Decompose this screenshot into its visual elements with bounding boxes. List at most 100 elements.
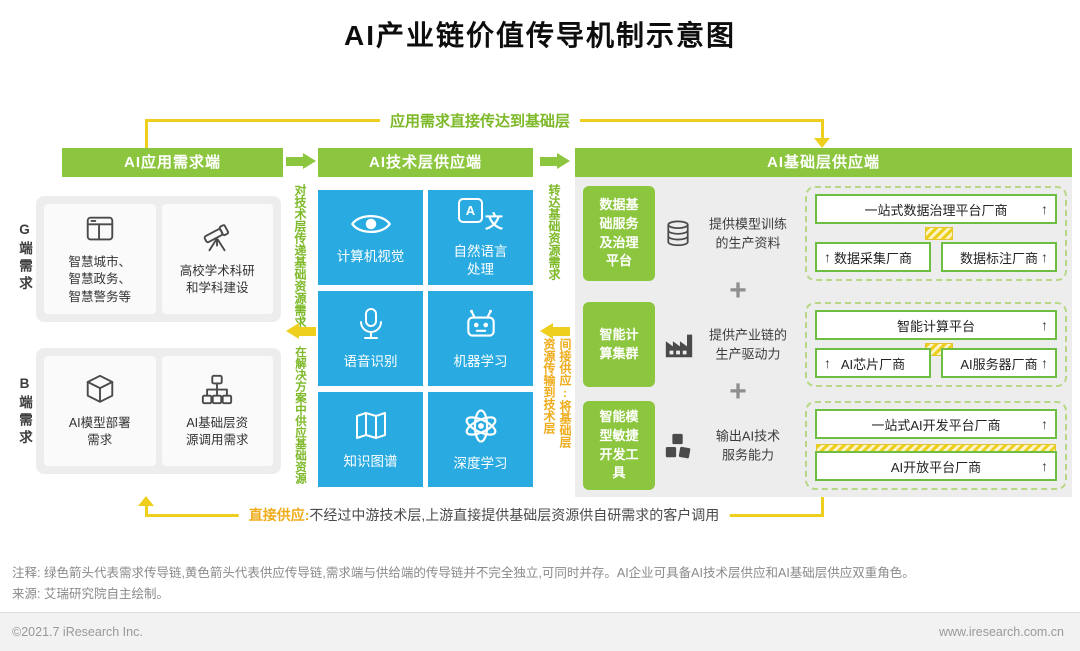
map-icon xyxy=(355,412,386,440)
top-arrow-right-segment xyxy=(821,119,824,139)
infra-body: 数据基础服务及治理平台 提供模型训练 的生产资料 一站式数据治理平台厂商 ↑ ↑… xyxy=(575,177,1072,497)
vendor-group: 一站式数据治理平台厂商 ↑ ↑ 数据采集厂商 数据标注厂商 ↑ xyxy=(805,186,1067,281)
vendor-label: 数据标注厂商 xyxy=(959,250,1038,266)
vendor-bottom-row: ↑ 数据采集厂商 数据标注厂商 ↑ xyxy=(815,242,1057,272)
up-arrow-icon: ↑ xyxy=(1041,317,1048,333)
indirect-supply-text: 将基础层资源传输到技术层 xyxy=(542,338,572,448)
demand-card-academic: 高校学术科研 和学科建设 xyxy=(161,204,273,314)
header-tech: AI技术层供应端 xyxy=(318,148,533,177)
infra-category: 智能模型敏捷开发工具 xyxy=(583,401,655,490)
tech-cell-label: 机器学习 xyxy=(453,354,508,370)
vendor-label: AI服务器厂商 xyxy=(960,356,1038,372)
vendor-box: ↑ 数据采集厂商 xyxy=(815,242,931,272)
footer-divider xyxy=(0,612,1080,613)
direct-supply-prefix: 直接供应: xyxy=(248,507,310,523)
tech-cell-ml: 机器学习 xyxy=(428,291,533,386)
up-arrow-icon: ↑ xyxy=(824,249,831,265)
flow-label-tech-to-demand: 在解决方案中供应基础资源 xyxy=(294,346,306,484)
demand-card-label: AI模型部署 需求 xyxy=(68,415,131,448)
footer-copyright: ©2021.7 iResearch Inc. xyxy=(12,625,143,639)
vendor-box: AI服务器厂商 ↑ xyxy=(941,348,1057,378)
database-icon xyxy=(667,220,689,246)
vendor-box: AI开放平台厂商 ↑ xyxy=(815,451,1057,481)
vendor-group: 一站式AI开发平台厂商 ↑ AI开放平台厂商 ↑ xyxy=(805,401,1067,490)
tech-cell-label: 自然语言 处理 xyxy=(453,244,508,277)
up-arrow-icon: ↑ xyxy=(824,355,831,371)
top-arrow-label: 应用需求直接传达到基础层 xyxy=(379,110,581,131)
vendor-group: 智能计算平台 ↑ ↑ AI芯片厂商 AI服务器厂商 ↑ xyxy=(805,302,1067,387)
vendor-label: 智能计算平台 xyxy=(896,318,975,334)
vendor-box: 数据标注厂商 ↑ xyxy=(941,242,1057,272)
header-demand: AI应用需求端 xyxy=(62,148,283,177)
tech-cell-deep-learning: 深度学习 xyxy=(428,392,533,487)
top-arrow-head xyxy=(814,138,830,148)
side-label-b-demand: B端需求 xyxy=(17,376,32,448)
infra-row-data-services: 数据基础服务及治理平台 提供模型训练 的生产资料 一站式数据治理平台厂商 ↑ ↑… xyxy=(575,186,1072,281)
tech-cell-label: 知识图谱 xyxy=(343,454,398,470)
factory-icon xyxy=(665,334,693,357)
header-infra: AI基础层供应端 xyxy=(575,148,1072,177)
vendor-bottom-row: ↑ AI芯片厂商 AI服务器厂商 ↑ xyxy=(815,348,1057,378)
vendor-box: 智能计算平台 ↑ xyxy=(815,310,1057,340)
vendor-box: ↑ AI芯片厂商 xyxy=(815,348,931,378)
bottom-arrow-head xyxy=(138,496,154,506)
up-arrow-icon: ↑ xyxy=(1041,458,1048,474)
demand-panel-g: 智慧城市、 智慧政务、 智慧警务等 高校学术科研 和学科建设 xyxy=(36,196,281,322)
vendor-label: AI开放平台厂商 xyxy=(890,459,982,475)
supply-connector xyxy=(925,227,953,240)
demand-card-model-deploy: AI模型部署 需求 xyxy=(44,356,156,466)
eye-icon xyxy=(350,215,391,234)
demand-card-label: 智慧城市、 智慧政务、 智慧警务等 xyxy=(68,254,131,304)
microphone-icon xyxy=(359,308,382,340)
side-label-g-demand: G端需求 xyxy=(17,222,32,294)
demand-card-label: 高校学术科研 和学科建设 xyxy=(179,263,255,296)
demand-to-tech-arrow xyxy=(286,153,316,170)
translate-icon-a: A xyxy=(458,198,483,224)
demand-card-label: AI基础层资 源调用需求 xyxy=(185,415,249,448)
indirect-supply-prefix: 间接供应: xyxy=(558,338,572,400)
plus-separator: + xyxy=(729,375,747,408)
flow-label-demand-to-tech: 对技术层传递基础资源需求 xyxy=(293,184,307,328)
infra-to-tech-supply-arrow xyxy=(540,323,570,340)
infra-category: 智能计算集群 xyxy=(583,302,655,387)
tech-cell-speech: 语音识别 xyxy=(318,291,423,386)
dev-blocks-icon xyxy=(665,433,691,458)
vendor-box: 一站式数据治理平台厂商 ↑ xyxy=(815,194,1057,224)
tech-cell-knowledge-graph: 知识图谱 xyxy=(318,392,423,487)
footer-website: www.iresearch.com.cn xyxy=(938,625,1064,639)
up-arrow-icon: ↑ xyxy=(1041,249,1048,265)
tech-cell-computer-vision: 计算机视觉 xyxy=(318,190,423,285)
plus-separator: + xyxy=(729,274,747,307)
annotation-note: 注释: 绿色箭头代表需求传导链,黄色箭头代表供应传导链,需求端与供给端的传导链并… xyxy=(12,566,915,580)
vendor-box: 一站式AI开发平台厂商 ↑ xyxy=(815,409,1057,439)
flow-label-indirect-supply: 间接供应:将基础层资源传输到技术层 xyxy=(537,338,573,458)
demand-card-smart-city: 智慧城市、 智慧政务、 智慧警务等 xyxy=(44,204,156,314)
tech-cell-label: 语音识别 xyxy=(343,354,398,370)
flow-label-tech-to-infra: 转达基础资源需求 xyxy=(547,184,561,280)
telescope-icon xyxy=(203,223,230,251)
source-note: 来源: 艾瑞研究院自主绘制。 xyxy=(12,587,169,601)
infra-row-computing: 智能计算集群 提供产业链的 生产驱动力 智能计算平台 ↑ ↑ AI芯片厂商 xyxy=(575,302,1072,387)
tech-cell-label: 深度学习 xyxy=(453,456,508,472)
vendor-label: AI芯片厂商 xyxy=(840,356,906,372)
bottom-arrow-label: 直接供应:不经过中游技术层,上游直接提供基础层资源供自研需求的客户调用 xyxy=(238,505,730,525)
sitemap-icon xyxy=(202,374,233,404)
infra-category: 数据基础服务及治理平台 xyxy=(583,186,655,281)
infra-description: 输出AI技术 服务能力 xyxy=(715,428,781,463)
vendor-label: 一站式AI开发平台厂商 xyxy=(871,417,1001,433)
page-title: AI产业链价值传导机制示意图 xyxy=(343,20,736,51)
direct-supply-text: 不经过中游技术层,上游直接提供基础层资源供自研需求的客户调用 xyxy=(309,507,720,523)
demand-card-resource-call: AI基础层资 源调用需求 xyxy=(161,356,273,466)
infra-description: 提供产业链的 生产驱动力 xyxy=(708,327,787,362)
vendor-label: 一站式数据治理平台厂商 xyxy=(864,202,1008,218)
footer-bar xyxy=(0,613,1080,651)
bottom-arrow-right-segment xyxy=(821,497,824,517)
smart-city-icon xyxy=(86,216,113,241)
robot-icon xyxy=(466,310,495,337)
top-arrow-left-segment xyxy=(145,119,148,148)
infra-description: 提供模型训练 的生产资料 xyxy=(708,216,787,251)
atom-icon xyxy=(465,409,496,443)
